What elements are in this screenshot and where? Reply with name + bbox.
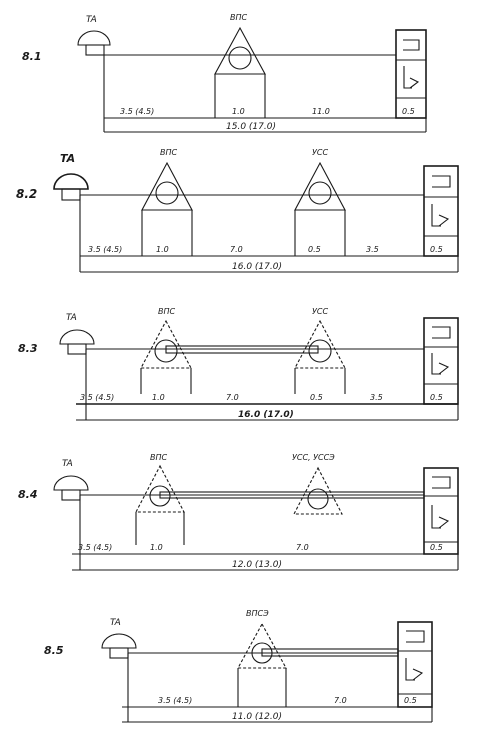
- variant-code: 8.2: [16, 187, 37, 201]
- variant-8-5: 8.5 TA ВПСЭ 3.5 (4.5) 7.0 0.5 11.0 (12.: [44, 609, 433, 723]
- separator-triangle-icon: [135, 464, 185, 545]
- storage-tank-icon: [395, 29, 427, 119]
- unit-label: УСС: [312, 307, 328, 316]
- dimension-label: 0.5: [430, 543, 443, 552]
- unit-label: ВПС: [160, 148, 178, 157]
- dimension-label: 0.5: [402, 107, 415, 116]
- dimension-label: 0.5: [404, 696, 417, 705]
- separator-triangle-icon: [237, 622, 287, 707]
- dimension-label: 0.5: [310, 393, 323, 402]
- ta-unit-icon: [101, 633, 137, 659]
- ta-label: TA: [66, 313, 77, 323]
- separator-triangle-icon: [294, 161, 346, 256]
- dimension-label: 7.0: [334, 696, 347, 705]
- dimension-label: 3.5: [370, 393, 383, 402]
- variant-code: 8.4: [18, 488, 38, 501]
- ta-label: TA: [110, 618, 121, 628]
- total-length-label: 11.0 (12.0): [232, 712, 282, 722]
- unit-label: ВПС: [158, 307, 176, 316]
- variant-8-2: 8.2 TA ВПС УСС: [16, 148, 459, 273]
- dimension-label: 3.5 (4.5): [120, 107, 154, 116]
- dimension-label: 0.5: [430, 393, 443, 402]
- total-length-label: 16.0 (17.0): [238, 410, 294, 420]
- ta-unit-icon: [53, 475, 89, 501]
- dimension-label: 1.0: [156, 245, 169, 254]
- ta-unit-icon: [59, 329, 95, 355]
- storage-tank-icon: [423, 467, 459, 555]
- separator-triangle-icon: [294, 319, 346, 394]
- variant-8-3: 8.3 TA ВПС УСС: [18, 307, 459, 421]
- dimension-label: 7.0: [226, 393, 239, 402]
- dimension-label: 1.0: [152, 393, 165, 402]
- variant-code: 8.5: [44, 644, 64, 657]
- unit-label: ВПСЭ: [246, 609, 269, 618]
- separator-triangle-icon: [141, 161, 193, 256]
- unit-label: ВПС: [230, 13, 248, 22]
- dimension-label: 1.0: [232, 107, 245, 116]
- unit-label: УСС: [312, 148, 328, 157]
- dimension-label: 3.5 (4.5): [80, 393, 114, 402]
- dimension-label: 0.5: [430, 245, 443, 254]
- unit-label: ВПС: [150, 453, 168, 462]
- dimension-label: 3.5 (4.5): [88, 245, 122, 254]
- variant-8-4: 8.4 TA ВПС УСС, УССЭ 3.: [18, 453, 459, 571]
- dimension-label: 11.0: [312, 107, 330, 116]
- ta-label: TA: [86, 15, 97, 25]
- dimension-label: 0.5: [308, 245, 321, 254]
- total-length-label: 15.0 (17.0): [226, 122, 276, 132]
- separator-triangle-icon: [293, 466, 343, 515]
- dimension-label: 3.5 (4.5): [158, 696, 192, 705]
- variant-code: 8.1: [22, 50, 42, 63]
- total-length-label: 16.0 (17.0): [232, 262, 282, 272]
- dimension-label: 7.0: [296, 543, 309, 552]
- total-length-label: 12.0 (13.0): [232, 560, 282, 570]
- separator-triangle-icon: [214, 26, 266, 118]
- ta-unit-icon: [77, 30, 111, 56]
- ta-label: TA: [60, 152, 75, 165]
- storage-tank-icon: [423, 317, 459, 405]
- dimension-label: 3.5: [366, 245, 379, 254]
- dimension-label: 7.0: [230, 245, 243, 254]
- variant-code: 8.3: [18, 342, 38, 355]
- variant-8-1: 8.1 TA ВПС 3.5 (4.5) 1.0 11.0 0.5 15.0 (: [22, 13, 427, 133]
- dimension-label: 3.5 (4.5): [78, 543, 112, 552]
- ta-label: TA: [62, 459, 73, 469]
- separator-triangle-icon: [140, 319, 192, 394]
- unit-label: УСС, УССЭ: [292, 453, 335, 462]
- connecting-pipe: [165, 345, 319, 354]
- storage-tank-icon: [397, 621, 433, 708]
- storage-tank-icon: [423, 165, 459, 257]
- dimension-label: 1.0: [150, 543, 163, 552]
- ta-unit-icon: [53, 173, 89, 201]
